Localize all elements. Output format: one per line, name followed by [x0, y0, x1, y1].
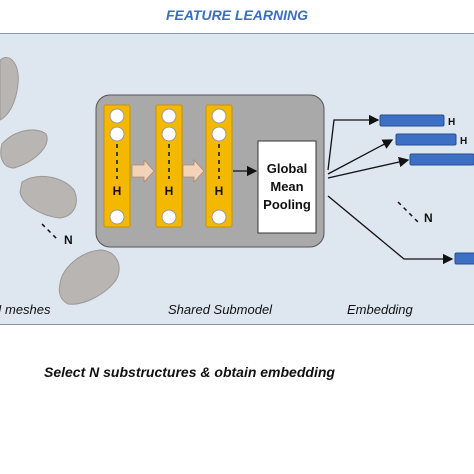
pooling-label: Global Mean Pooling [258, 141, 316, 233]
mesh-shape-3 [19, 175, 77, 219]
hidden-label-3: H [215, 184, 224, 198]
mesh-shape-2 [0, 129, 48, 169]
layer-arrow-2 [182, 158, 205, 184]
bottom-caption: Select N substructures & obtain embeddin… [44, 364, 335, 380]
embedding-bar-1 [379, 114, 445, 127]
embeddings-ellipsis [397, 201, 419, 223]
embedding-caption: Embedding [347, 302, 413, 317]
meshes-caption: N meshes [0, 302, 51, 317]
hidden-label-2: H [165, 184, 174, 198]
embedding-label-2: H [460, 136, 467, 147]
diagram-canvas: H H H H H N N [0, 57, 474, 305]
diagram-title: FEATURE LEARNING [165, 7, 309, 23]
mesh-shape-4 [58, 249, 120, 305]
pooling-label-line-1: Global [266, 161, 308, 176]
embedding-bar-4 [454, 252, 474, 265]
diagram-panel: H H H H H N N Global Mean Pooling N me [0, 33, 474, 325]
embedding-arrow-4 [327, 195, 454, 265]
embedding-arrow-3 [327, 156, 410, 179]
embeddings-n-label: N [424, 211, 433, 225]
shared-submodel-caption: Shared Submodel [168, 302, 273, 317]
meshes-ellipsis [41, 223, 59, 241]
hidden-layer-column-1 [103, 104, 131, 228]
meshes-n-label: N [64, 233, 73, 247]
hidden-label-1: H [113, 184, 122, 198]
embedding-label-1: H [448, 117, 455, 128]
pooling-label-line-2: Mean [270, 179, 304, 194]
pooling-box [257, 140, 317, 234]
embedding-bar-2 [395, 133, 457, 146]
hidden-layer-column-3 [205, 104, 233, 228]
embedding-bar-3 [409, 153, 474, 166]
hidden-layer-column-2 [155, 104, 183, 228]
embedding-arrow-2 [327, 139, 394, 175]
mesh-shape-1 [0, 57, 19, 121]
layer-arrow-1 [131, 158, 155, 184]
pooling-label-line-3: Pooling [263, 197, 311, 212]
embedding-arrow-1 [327, 114, 380, 171]
